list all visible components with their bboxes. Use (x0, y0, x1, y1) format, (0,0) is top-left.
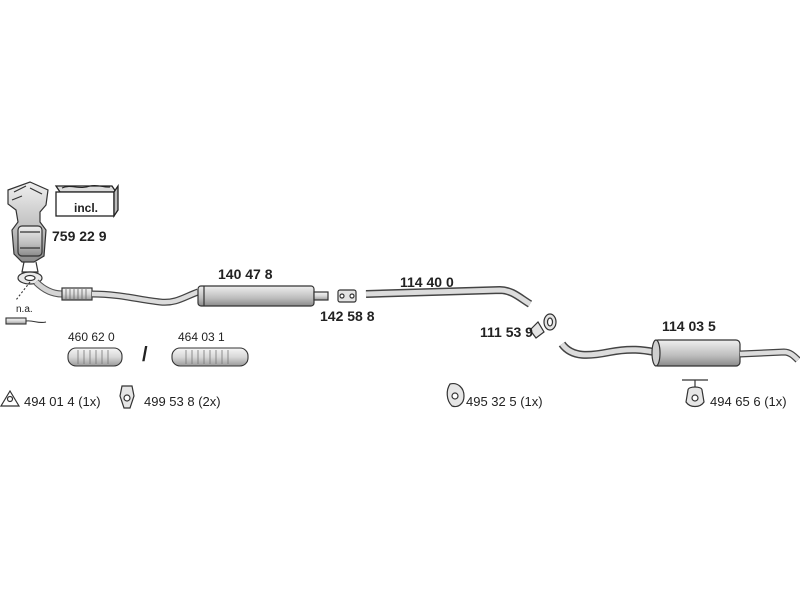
mount-triangle-icon[interactable] (0, 389, 21, 407)
part-rear-silencer-label[interactable]: 114 03 5 (662, 318, 716, 334)
mount-hanger-icon[interactable] (446, 383, 465, 408)
mount-4-label[interactable]: 494 65 6 (1x) (710, 394, 787, 409)
flex-pipe-b[interactable] (171, 347, 249, 367)
part-front-pipe-label[interactable]: 140 47 8 (218, 266, 273, 282)
lambda-sensor (5, 281, 47, 325)
flex-pipe-a[interactable] (67, 347, 123, 367)
catalyst-manifold[interactable] (7, 181, 49, 273)
catalyst-flange (17, 271, 43, 285)
clamp-rear-icon[interactable] (529, 313, 557, 339)
na-label: n.a. (16, 304, 33, 315)
mount-2-label[interactable]: 499 53 8 (2x) (144, 394, 221, 409)
mount-3-label[interactable]: 495 32 5 (1x) (466, 394, 543, 409)
middle-pipe[interactable] (365, 285, 533, 308)
included-parts-box (54, 183, 119, 219)
part-flex-pipe-a-label[interactable]: 460 62 0 (68, 330, 115, 344)
part-clamp-rear-label[interactable]: 111 53 9 (480, 324, 533, 340)
front-pipe-assembly[interactable] (33, 279, 329, 307)
mount-rubber-icon[interactable] (119, 385, 135, 409)
part-clamp-label[interactable]: 142 58 8 (320, 308, 375, 324)
or-separator: / (142, 344, 148, 366)
part-flex-pipe-b-label[interactable]: 464 03 1 (178, 330, 225, 344)
rear-silencer[interactable] (558, 339, 800, 367)
mount-rear-icon[interactable] (682, 379, 708, 408)
part-catalyst-label[interactable]: 759 22 9 (52, 228, 107, 244)
incl-label: incl. (74, 201, 99, 215)
part-middle-pipe-label[interactable]: 114 40 0 (400, 274, 454, 290)
clamp-icon[interactable] (337, 289, 357, 303)
mount-1-label[interactable]: 494 01 4 (1x) (24, 394, 101, 409)
